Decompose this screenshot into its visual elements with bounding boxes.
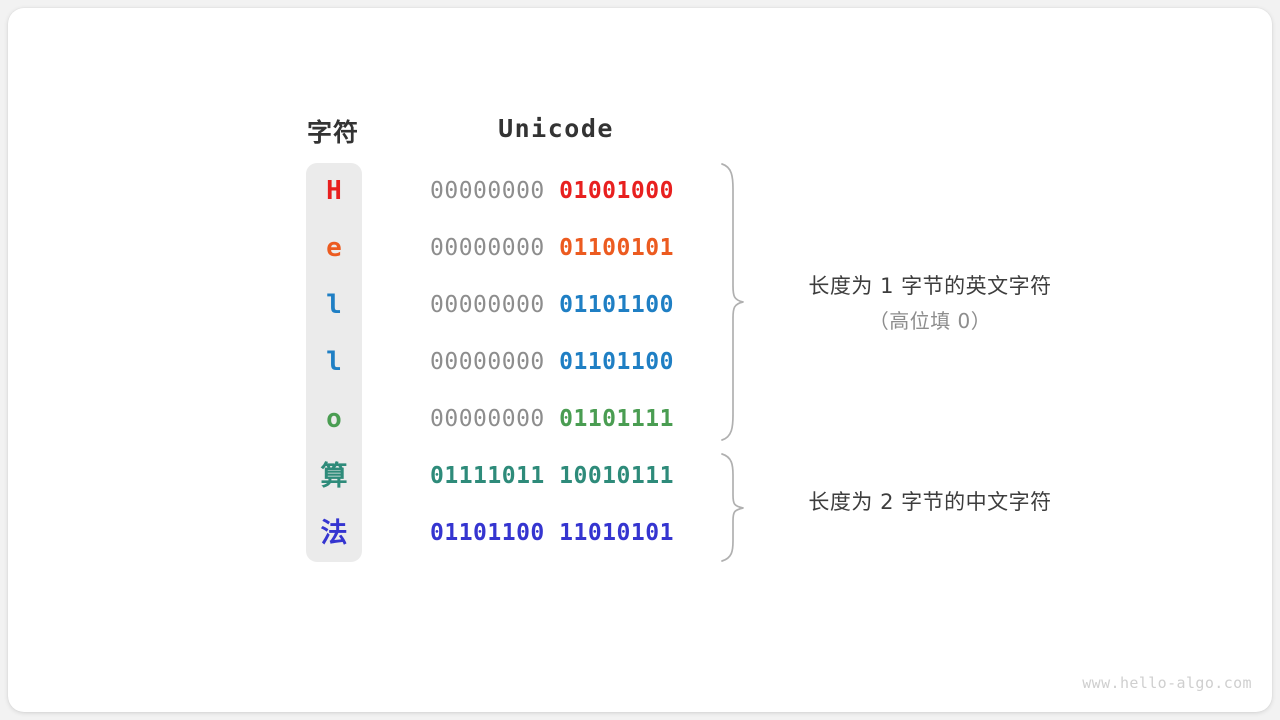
annotation-english-line-1: 长度为 1 字节的英文字符 [808, 274, 1052, 298]
brace-english-group [721, 163, 744, 441]
byte-separator [545, 235, 559, 261]
row-character: 算 [320, 461, 348, 492]
row-character: H [326, 176, 342, 206]
byte-separator [545, 406, 559, 432]
column-header-character: 字符 [306, 119, 359, 147]
row-character: 法 [320, 518, 348, 549]
row-character: o [326, 404, 342, 434]
column-header-unicode: Unicode [498, 114, 614, 143]
row-unicode-bits: 01101100 11010101 [430, 505, 690, 562]
row-unicode-bits: 01111011 10010111 [430, 448, 690, 505]
high-byte: 00000000 [430, 349, 545, 375]
row-character: l [326, 347, 342, 377]
grouping-braces [721, 163, 744, 562]
byte-separator [545, 520, 559, 546]
row-unicode-bits: 00000000 01100101 [430, 220, 690, 277]
low-byte: 01101100 [559, 349, 674, 375]
brace-chinese-group [721, 453, 744, 562]
low-byte: 01001000 [559, 178, 674, 204]
annotation-chinese-bytes: 长度为 2 字节的中文字符 [768, 487, 1092, 517]
content-card [8, 8, 1272, 712]
row-unicode-bits: 00000000 01101100 [430, 334, 690, 391]
low-byte: 11010101 [559, 520, 674, 546]
low-byte: 10010111 [559, 463, 674, 489]
annotation-english-bytes: 长度为 1 字节的英文字符 （高位填 0） [768, 268, 1092, 338]
annotation-chinese-line-1: 长度为 2 字节的中文字符 [808, 490, 1052, 514]
high-byte: 01101100 [430, 520, 545, 546]
row-unicode-bits: 00000000 01001000 [430, 163, 690, 220]
low-byte: 01100101 [559, 235, 674, 261]
row-character: e [326, 233, 342, 263]
low-byte: 01101100 [559, 292, 674, 318]
low-byte: 01101111 [559, 406, 674, 432]
row-unicode-bits: 00000000 01101111 [430, 391, 690, 448]
byte-separator [545, 463, 559, 489]
annotation-english-line-2: （高位填 0） [868, 309, 992, 333]
high-byte: 01111011 [430, 463, 545, 489]
watermark-url: www.hello-algo.com [1082, 674, 1252, 692]
byte-separator [545, 349, 559, 375]
byte-separator [545, 178, 559, 204]
high-byte: 00000000 [430, 178, 545, 204]
row-character: l [326, 290, 342, 320]
high-byte: 00000000 [430, 292, 545, 318]
high-byte: 00000000 [430, 406, 545, 432]
character-column-panel [306, 163, 362, 562]
high-byte: 00000000 [430, 235, 545, 261]
row-unicode-bits: 00000000 01101100 [430, 277, 690, 334]
byte-separator [545, 292, 559, 318]
